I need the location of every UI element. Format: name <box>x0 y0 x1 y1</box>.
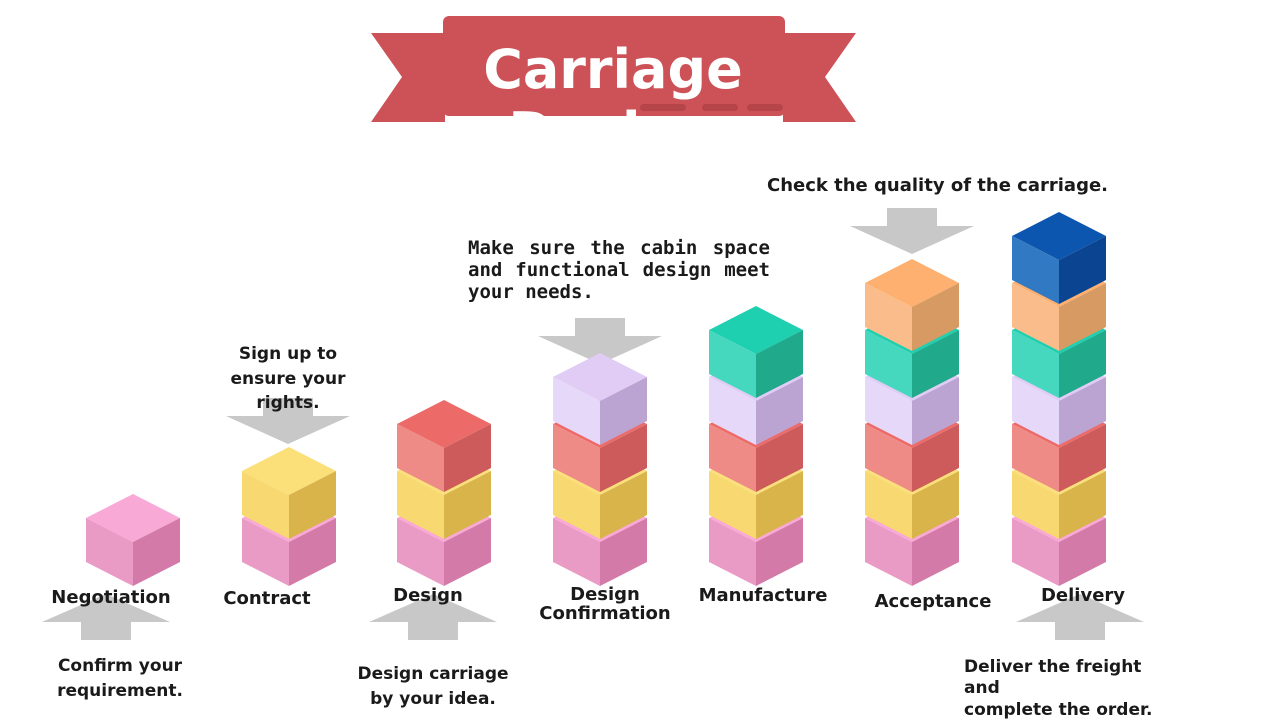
step-label-negotiation: Negotiation <box>51 587 171 608</box>
cube-pink <box>86 494 180 586</box>
note-negotiation: Confirm your requirement. <box>57 656 183 701</box>
step-label-manufacture: Manufacture <box>698 585 828 606</box>
arrow-down-design-confirmation <box>538 318 662 364</box>
note-design: Design carriage by your idea. <box>357 664 509 709</box>
banner-accent <box>747 104 783 111</box>
cube-stacks <box>86 212 1106 586</box>
banner-accent <box>640 104 686 111</box>
note-design-confirmation: Make sure the cabin space and functional… <box>468 237 770 303</box>
arrow-up-design <box>369 594 497 640</box>
cube-orange <box>865 259 959 351</box>
note-delivery: Deliver the freight and complete the ord… <box>964 657 1153 720</box>
step-label-design: Design <box>393 585 463 606</box>
step-label-acceptance: Acceptance <box>874 591 992 612</box>
arrow-up-negotiation <box>42 594 170 640</box>
cube-lavender <box>553 353 647 445</box>
banner-tail-left <box>371 33 445 122</box>
note-acceptance: Check the quality of the carriage. <box>767 175 1108 196</box>
step-label-delivery: Delivery <box>1040 585 1126 606</box>
step-label-design-confirmation: Design Confirmation <box>539 584 671 624</box>
cube-blue <box>1012 212 1106 304</box>
arrow-down-contract <box>226 398 350 444</box>
page-title: Carriage Design <box>483 38 743 164</box>
title-banner <box>371 16 856 122</box>
arrows <box>42 208 1144 640</box>
arrow-down-acceptance <box>850 208 974 254</box>
note-contract: Sign up to ensure your rights. <box>230 344 346 414</box>
cube-teal <box>709 306 803 398</box>
banner-accent <box>702 104 738 111</box>
banner-tail-right <box>783 33 856 122</box>
cube-yellow <box>242 447 336 539</box>
step-label-contract: Contract <box>223 588 311 609</box>
arrow-up-delivery <box>1016 594 1144 640</box>
cube-red <box>397 400 491 492</box>
banner-body <box>443 16 785 116</box>
